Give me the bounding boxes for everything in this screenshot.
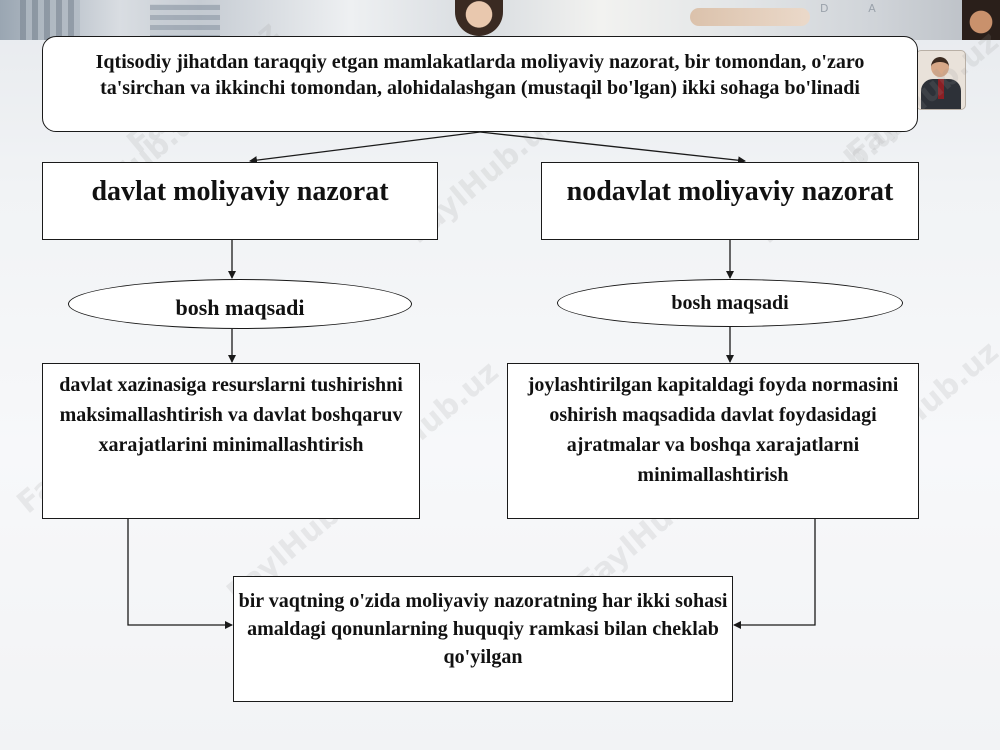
building-image xyxy=(150,4,220,40)
arrow-top-to-right xyxy=(479,131,746,165)
right-goal-text: joylashtirilgan kapitaldagi foyda normas… xyxy=(507,363,919,519)
chart-letters-image: DA xyxy=(820,2,916,15)
hand-image xyxy=(690,8,810,26)
bottom-box: bir vaqtning o'zida moliyaviy nazoratnin… xyxy=(233,576,733,702)
header-banner-image: DA xyxy=(0,0,1000,40)
building-image xyxy=(20,0,80,40)
person-image xyxy=(962,0,1000,40)
arrow-left-to-bottom xyxy=(127,519,233,629)
arrow-right-to-bottom xyxy=(733,519,816,629)
left-goal-text: davlat xazinasiga resurslarni tushirishn… xyxy=(42,363,420,519)
left-goal-ellipse: bosh maqsadi xyxy=(68,279,412,329)
arrow-top-to-left xyxy=(249,131,481,165)
right-goal-ellipse: bosh maqsadi xyxy=(557,279,903,327)
state-control-heading: davlat moliyaviy nazorat xyxy=(42,162,438,240)
top-box: Iqtisodiy jihatdan taraqqiy etgan mamlak… xyxy=(42,36,918,132)
businessman-photo xyxy=(916,50,966,110)
nonstate-control-heading: nodavlat moliyaviy nazorat xyxy=(541,162,919,240)
